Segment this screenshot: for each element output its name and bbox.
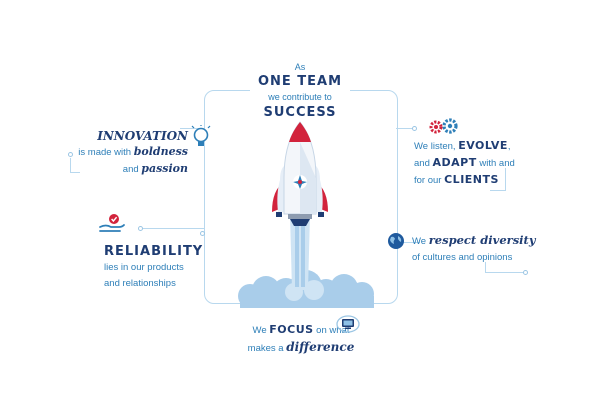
evolve-line-3: for our CLIENTS [414,172,534,189]
adapt-word: ADAPT [432,156,477,169]
focus-block: We FOCUS on what makes a difference [236,322,366,357]
innovation-block: INNOVATION is made with boldness and pas… [70,128,188,178]
team-line-4: SUCCESS [263,105,337,120]
cloud-illustration [238,270,374,308]
evolve-line-2: and ADAPT with and [414,155,534,172]
evolve-line-1: We listen, EVOLVE, [414,138,534,155]
connector-dot [412,126,417,131]
reliability-block: RELIABILITY lies in our products and rel… [104,243,204,292]
globe-icon [388,233,404,249]
evolve-text: with and [476,158,515,169]
innovation-passion: passion [141,162,188,175]
focus-text: makes a [247,343,287,354]
focus-word: FOCUS [269,323,314,336]
connector-dot [200,231,205,236]
evolve-word: EVOLVE [458,139,508,152]
difference-word: difference [286,340,355,354]
connector-dot [138,226,143,231]
clients-word: CLIENTS [444,173,499,186]
evolve-text: We listen, [414,141,459,152]
evolve-text: for our [414,175,445,186]
connector-reliability [140,228,204,229]
rocket-illustration [272,121,328,226]
rocket-exhaust [290,215,310,290]
connector-dot [68,152,73,157]
innovation-text: is made with [78,147,134,158]
diversity-block: We respect diversity of cultures and opi… [412,232,552,266]
evolve-block: We listen, EVOLVE, and ADAPT with and fo… [414,138,534,189]
connector-innovation-2 [180,128,204,129]
reliability-line-3: and relationships [104,278,176,289]
connector-evolve [396,128,414,129]
diversity-line-1: We respect diversity [412,232,552,250]
innovation-boldness: boldness [133,145,188,158]
connector-diversity [396,242,420,243]
team-line-2: ONE TEAM [257,74,343,89]
diversity-text: We [412,236,429,247]
connector-innovation-v [70,158,71,173]
connector-innovation [70,172,80,173]
focus-screen-icon [336,315,360,333]
diversity-em: respect diversity [428,233,536,247]
team-statement: As ONE TEAM we contribute to SUCCESS [250,60,350,121]
hand-check-icon [99,214,125,232]
team-line-3: we contribute to [268,92,332,102]
focus-line-1: We FOCUS on what [236,322,366,339]
team-line-1: As [294,62,306,72]
lightbulb-icon [191,125,211,146]
evolve-text: and [414,158,433,169]
reliability-heading: RELIABILITY [104,244,204,259]
evolve-text: , [507,141,511,152]
connector-diversity-h [485,272,525,273]
innovation-text: and [122,164,142,175]
connector-diversity-v [485,262,486,272]
focus-text: We [252,325,270,336]
innovation-heading: INNOVATION [97,129,188,143]
gears-icon [429,118,458,134]
connector-evolve-v [505,168,506,190]
connector-evolve-h [490,190,506,191]
focus-line-2: makes a difference [236,339,366,357]
reliability-line-2: lies in our products [104,262,184,273]
innovation-line-2: is made with boldness [70,144,188,161]
diversity-line-2: of cultures and opinions [412,252,513,263]
connector-dot [523,270,528,275]
focus-text: on what [313,325,350,336]
innovation-line-3: and passion [70,161,188,178]
